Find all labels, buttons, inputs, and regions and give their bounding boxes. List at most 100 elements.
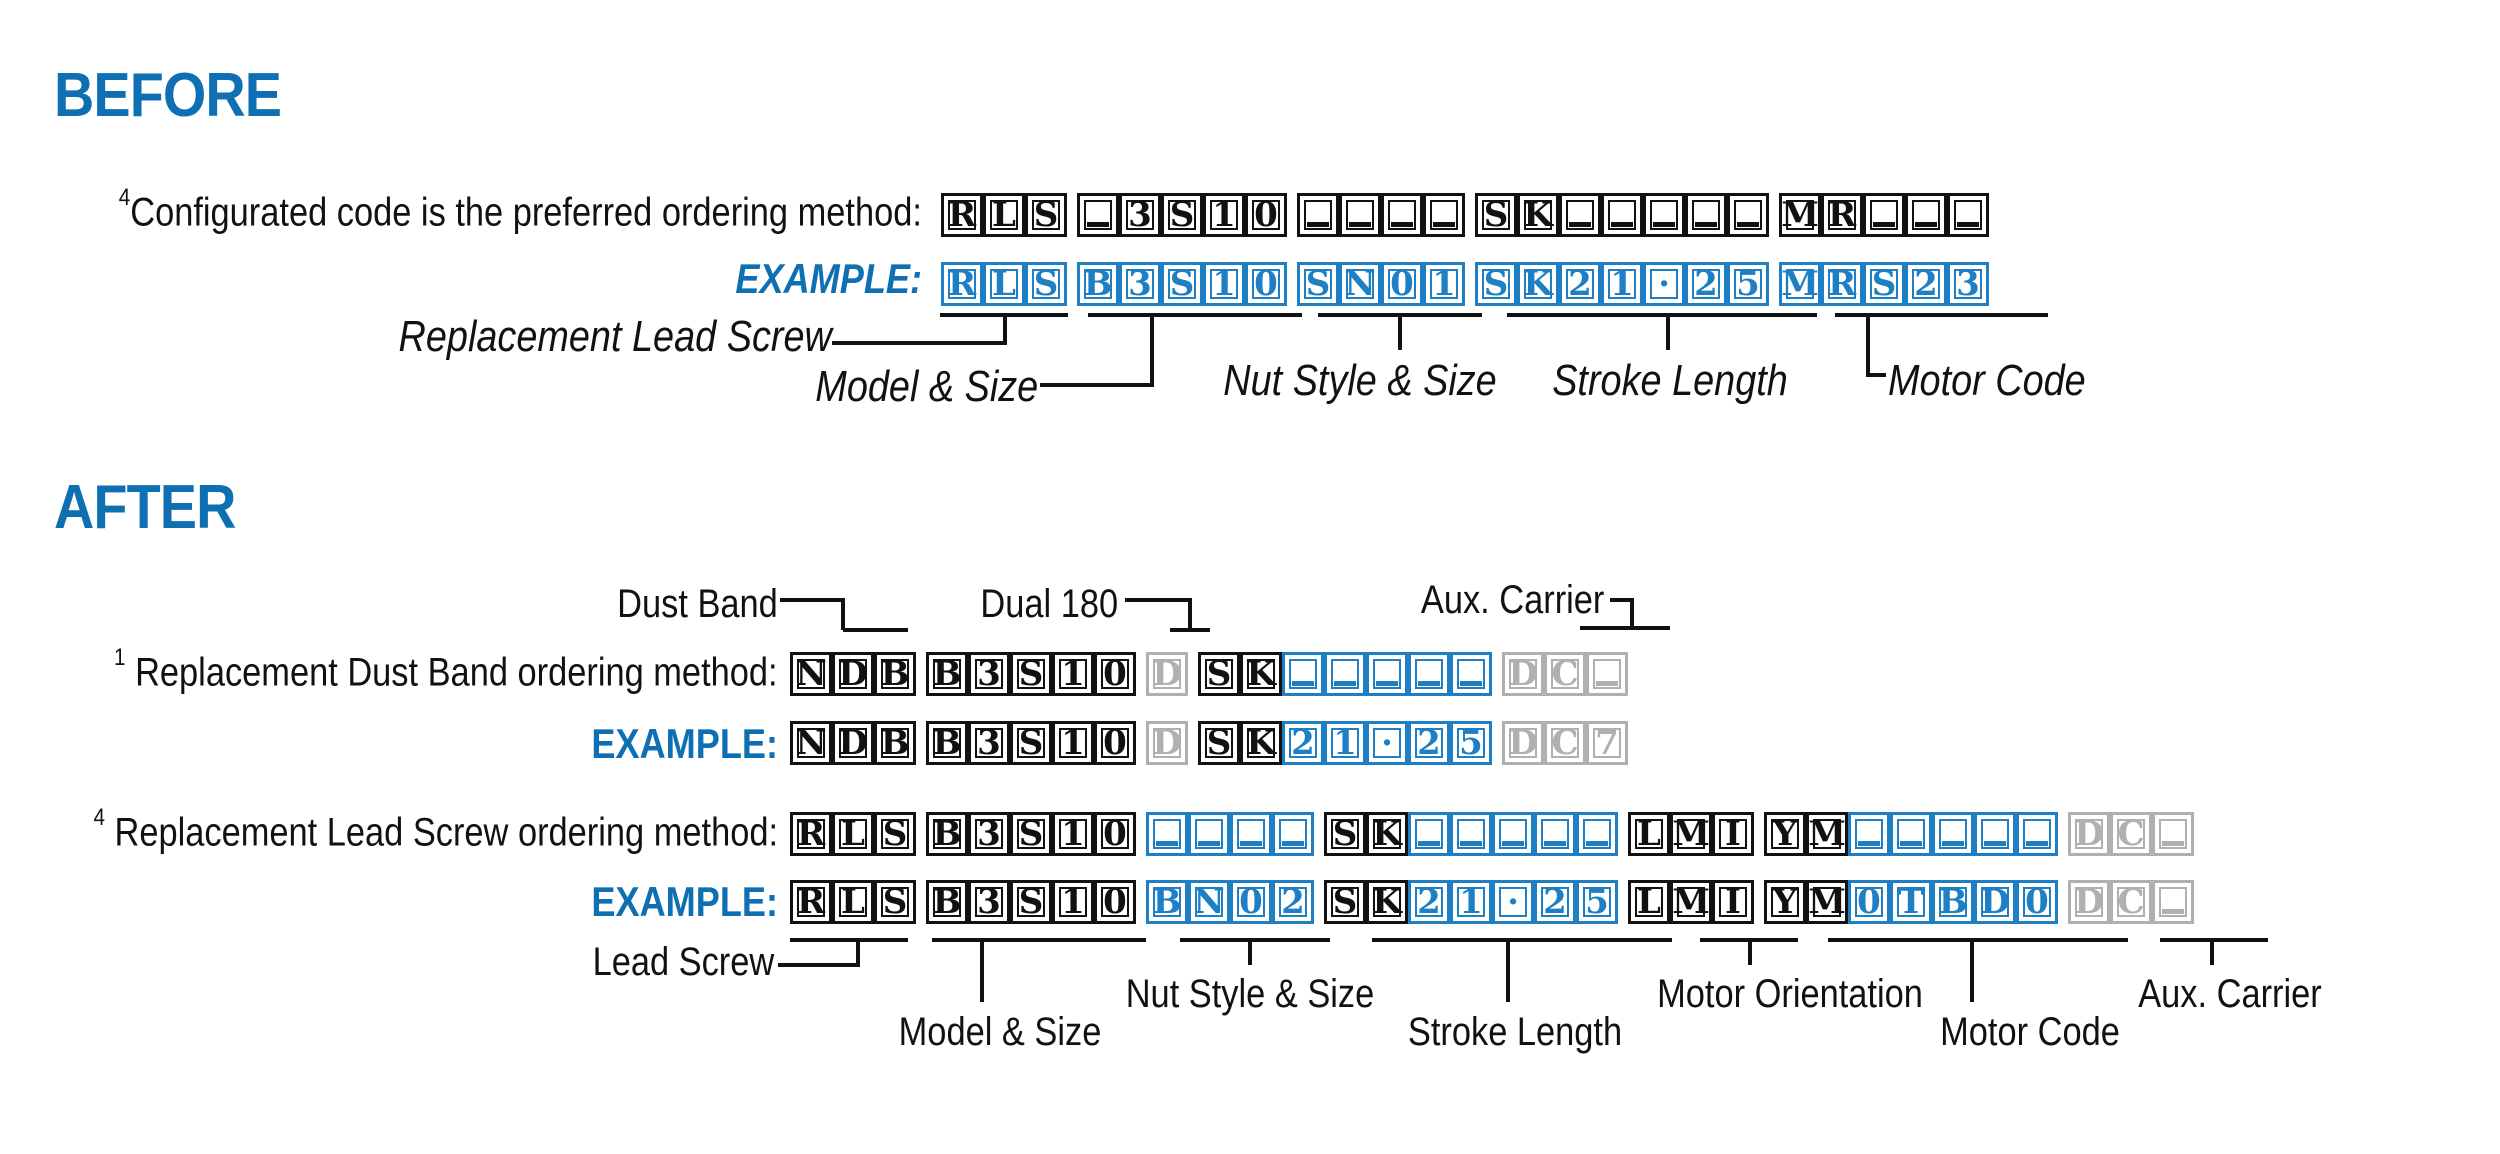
code-char-box: C [2110,812,2152,856]
footnote-marker: 1 [114,644,126,671]
code-char-box: D [1502,721,1544,765]
code-char-box: K [1240,721,1282,765]
callout-motor-orientation: Motor Orientation [1657,972,1923,1016]
code-char-box: 1 [1203,193,1245,237]
code-char-box: S [1025,262,1067,306]
blank-code-box [1423,193,1465,237]
code-char-box: · [1366,721,1408,765]
code-char-box: 2 [1905,262,1947,306]
code-char-box: 1 [1052,652,1094,696]
code-char-box: S [1297,262,1339,306]
before-method-label: 4Configurated code is the preferred orde… [119,184,922,235]
code-char-box: L [983,193,1025,237]
code-char-box: K [1240,652,1282,696]
code-char-box: M [1670,880,1712,924]
code-char-box: Y [1764,880,1806,924]
callout-stroke-length-after: Stroke Length [1407,1010,1623,1054]
code-char-box: C [1544,721,1586,765]
code-char-box: S [1475,262,1517,306]
blank-code-box [1366,652,1408,696]
code-char-box: K [1366,812,1408,856]
code-char-box: I [1712,812,1754,856]
callout-nut-style-size-after: Nut Style & Size [1125,972,1375,1016]
code-char-box: 2 [1408,721,1450,765]
code-char-box: S [1161,262,1203,306]
callout-dust-band: Dust Band [617,582,778,626]
code-char-box: S [874,812,916,856]
code-char-box: 0 [1094,812,1136,856]
code-char-box: R [941,262,983,306]
code-char-box: Y [1764,812,1806,856]
code-char-box: S [1161,193,1203,237]
code-char-box: B [926,880,968,924]
code-char-box: B [926,652,968,696]
blank-code-box [1601,193,1643,237]
code-char-box: M [1670,812,1712,856]
method-text: Replacement Lead Screw ordering method: [114,810,778,855]
code-char-box: S [1324,880,1366,924]
blank-code-box [1576,812,1618,856]
code-char-box: 1 [1203,262,1245,306]
after-heading: AFTER [54,473,236,542]
code-char-box: R [790,812,832,856]
blank-code-box [2152,880,2194,924]
code-char-box: M [1806,880,1848,924]
code-char-box: L [832,880,874,924]
code-char-box: S [1198,652,1240,696]
blank-code-box [1339,193,1381,237]
connector-aux-carrier-top [1580,598,1670,630]
connector-replacement-lead-screw [832,313,1068,345]
lead-screw-example-label: EXAMPLE: [591,878,778,925]
callout-motor-code: Motor Code [1888,356,2086,405]
code-char-box: L [983,262,1025,306]
code-char-box: B [926,812,968,856]
code-char-box: 5 [1727,262,1769,306]
lead-screw-method-label: 4 Replacement Lead Screw ordering method… [93,804,778,855]
code-char-box: L [1628,880,1670,924]
code-char-box: M [1779,193,1821,237]
code-char-box: 1 [1601,262,1643,306]
after-top-connectors [780,598,1670,632]
code-char-box: 7 [1586,721,1628,765]
callout-model-size-after: Model & Size [898,1010,1102,1054]
code-char-box: 0 [1094,880,1136,924]
blank-code-box [1932,812,1974,856]
code-char-box: 3 [968,652,1010,696]
blank-code-box [1727,193,1769,237]
code-char-box: 2 [1272,880,1314,924]
code-char-box: 5 [1450,721,1492,765]
code-char-box: D [1146,652,1188,696]
blank-code-box [1450,812,1492,856]
connector-aux-carrier-bottom [2160,938,2268,965]
code-char-box: K [1366,880,1408,924]
blank-code-box [1381,193,1423,237]
connector-dust-band [780,598,908,632]
code-char-box: M [1779,262,1821,306]
code-char-box: R [1821,262,1863,306]
before-connectors [832,313,2048,387]
code-char-box: N [790,721,832,765]
blank-code-box [2152,812,2194,856]
connector-lead-screw [778,938,908,967]
callout-nut-style-size: Nut Style & Size [1223,356,1497,405]
code-char-box: 3 [968,721,1010,765]
after-bottom-connectors [778,938,2268,1002]
code-char-box: N [1339,262,1381,306]
blank-code-box [2016,812,2058,856]
blank-code-box [1643,193,1685,237]
connector-stroke-length-after [1372,938,1672,1002]
code-char-box: 2 [1534,880,1576,924]
connector-motor-code [1835,313,2048,377]
code-char-box: D [2068,880,2110,924]
blank-code-box [1947,193,1989,237]
code-char-box: 3 [968,812,1010,856]
before-heading: BEFORE [54,61,282,130]
blank-code-box [1146,812,1188,856]
code-char-box: M [1806,812,1848,856]
code-char-box: S [874,880,916,924]
code-char-box: S [1025,193,1067,237]
code-char-box: S [1863,262,1905,306]
dust-band-method-label: 1 Replacement Dust Band ordering method: [114,644,778,695]
code-char-box: 0 [2016,880,2058,924]
code-char-box: D [2068,812,2110,856]
